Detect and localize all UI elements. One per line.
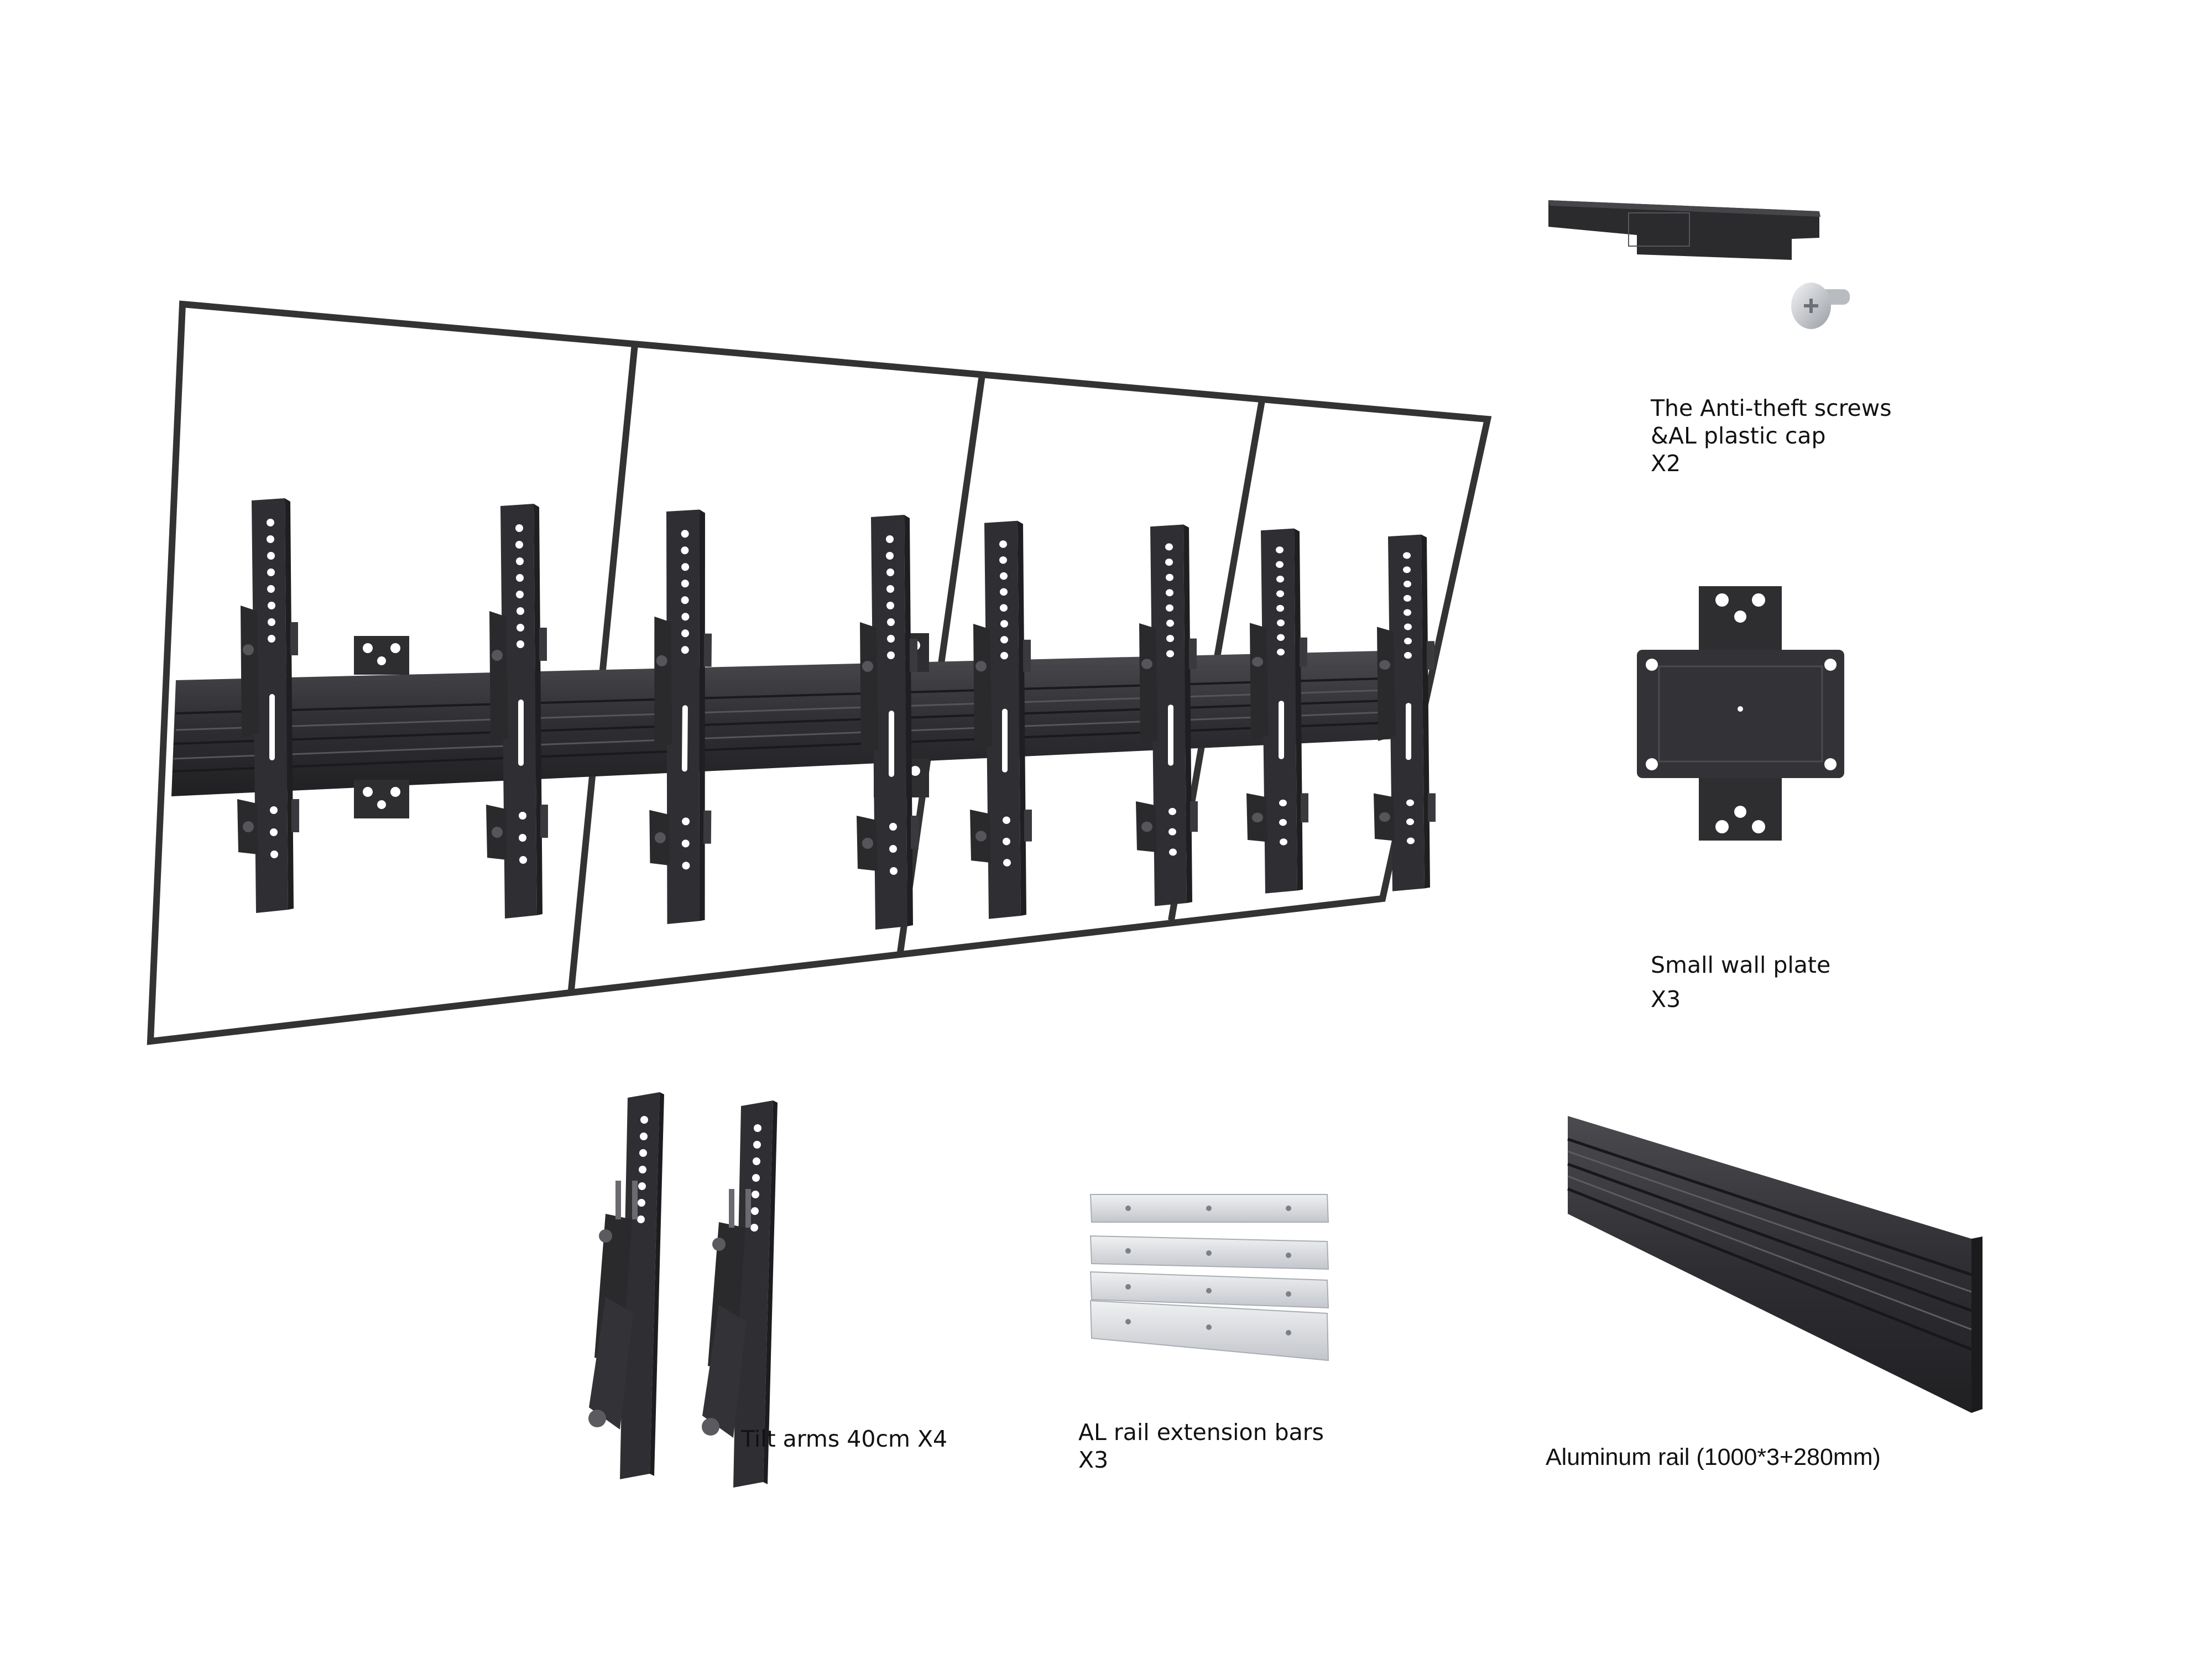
anti-theft-line-1: The Anti-theft screws bbox=[1651, 395, 1892, 421]
anti-theft-line-2: &AL plastic cap bbox=[1651, 422, 1826, 449]
aluminum-rail-icon bbox=[1567, 1116, 1983, 1413]
anti-theft-qty: X2 bbox=[1651, 450, 1681, 477]
extension-bars-qty: X3 bbox=[1078, 1447, 1109, 1473]
video-wall-assembly bbox=[147, 300, 1492, 1045]
screw-and-cap-icon bbox=[1548, 200, 1850, 329]
wall-plate-name: Small wall plate bbox=[1651, 952, 1831, 978]
extension-bars-name: AL rail extension bars bbox=[1078, 1419, 1324, 1446]
aluminum-rail-label: Aluminum rail (1000*3+280mm) bbox=[1546, 1444, 1881, 1470]
extension-bar-icon bbox=[1089, 1194, 1329, 1361]
anti-theft-label: The Anti-theft screws &AL plastic cap X2 bbox=[1651, 394, 1892, 477]
wall-plate-icon bbox=[1637, 586, 1844, 841]
extension-bars-label: AL rail extension bars X3 bbox=[1078, 1418, 1324, 1474]
tilt-arms-label: Tilt arms 40cm X4 bbox=[741, 1426, 948, 1452]
wall-plate-qty: X3 bbox=[1651, 986, 1681, 1013]
screw-icon bbox=[1791, 283, 1850, 329]
